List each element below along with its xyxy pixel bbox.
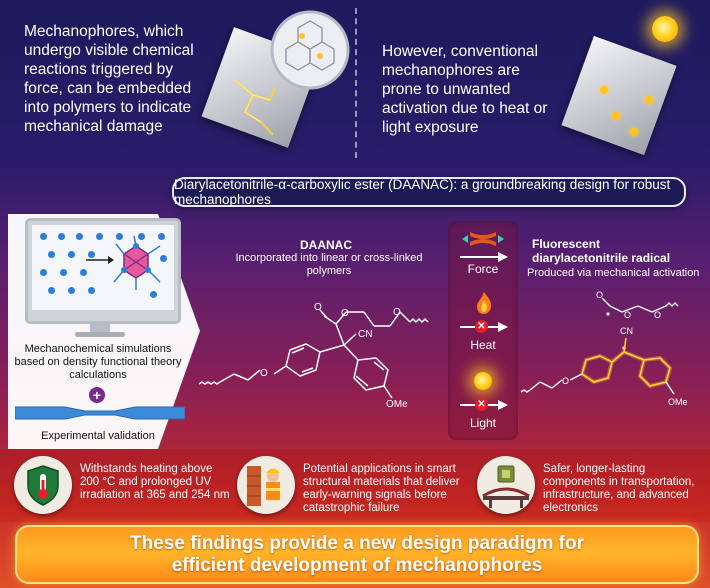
svg-text:O: O [624, 310, 631, 320]
force-label: Force [467, 262, 499, 276]
light-blocked-icon: ✕ [475, 398, 488, 411]
svg-text:O: O [654, 310, 661, 320]
activation-dot [600, 86, 608, 94]
simulation-caption: Mechanochemical simulations based on den… [14, 343, 182, 381]
svg-text:O: O [260, 368, 268, 379]
radical-title: Fluorescent diarylacetonitrile radical [532, 237, 671, 265]
safer-components-text: Safer, longer-lasting components in tran… [543, 463, 695, 514]
svg-text:O: O [341, 308, 349, 319]
polymer-film-image [561, 35, 677, 156]
heat-blocked-icon: ✕ [475, 320, 488, 333]
heat-resistance-text: Withstands heating above 200 °C and prol… [80, 463, 230, 501]
monitor-base [75, 332, 125, 337]
thermometer-shield-icon [14, 456, 72, 514]
simulation-molecule-icon [86, 235, 161, 290]
svg-text:O: O [562, 376, 569, 386]
benefits-band [0, 449, 710, 522]
force-arrow [460, 256, 500, 258]
infrastructure-icon [477, 456, 535, 514]
flame-icon [477, 292, 492, 314]
radical-ome-label: OMe [668, 397, 688, 407]
monitor-screen [32, 225, 174, 310]
radical-cn-label: CN [620, 326, 633, 336]
daanac-subtitle: Incorporated into linear or cross-linked… [235, 252, 423, 277]
conclusion-text: These findings provide a new design para… [130, 532, 584, 576]
daanac-structure: O O O O [198, 302, 429, 399]
top-left-text: Mechanophores, which undergo visible che… [24, 23, 194, 135]
svg-text:O: O [596, 290, 603, 300]
sun-icon [652, 16, 678, 42]
daanac-cn-label: CN [358, 329, 373, 340]
activation-dot [612, 112, 620, 120]
applications-text: Potential applications in smart structur… [303, 463, 460, 514]
light-sun-icon [474, 372, 492, 390]
heat-label: Heat [470, 338, 496, 352]
experimental-caption: Experimental validation [41, 430, 155, 442]
panel-divider [355, 8, 357, 158]
force-icon [462, 232, 504, 246]
activation-dot [645, 96, 653, 104]
plus-icon: + [89, 387, 105, 403]
zoom-molecule-icon [270, 10, 350, 90]
light-arrowhead [498, 400, 508, 410]
svg-text:O: O [393, 307, 401, 318]
svg-text:O: O [314, 302, 322, 313]
light-label: Light [469, 416, 497, 430]
monitor-neck [90, 321, 110, 333]
daanac-ome-label: OMe [386, 399, 408, 410]
design-banner: Diarylacetonitrile-α-carboxylic ester (D… [172, 177, 686, 207]
conclusion-banner: These findings provide a new design para… [15, 525, 699, 584]
worker-icon [237, 456, 295, 514]
activation-dot [630, 128, 638, 136]
radical-structure: O O O O [520, 290, 679, 395]
tensile-specimen-icon [15, 406, 185, 420]
heat-arrowhead [498, 322, 508, 332]
top-right-text: However, conventional mechanophores are … [382, 43, 548, 136]
force-arrowhead [498, 252, 508, 262]
crack-glow-icon [234, 79, 276, 136]
daanac-title: DAANAC [300, 238, 352, 252]
radical-subtitle: Produced via mechanical activation [527, 267, 700, 279]
